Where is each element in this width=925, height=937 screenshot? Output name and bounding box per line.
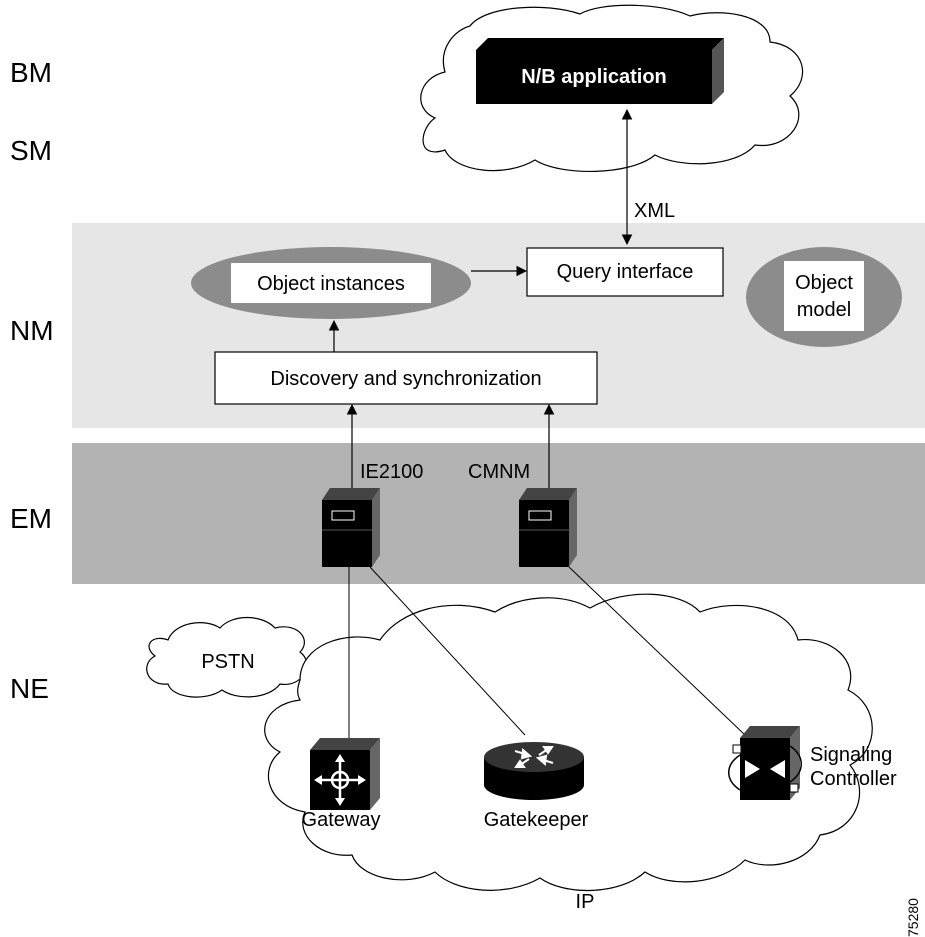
em-band [72, 443, 925, 584]
object-model-label-line1: Object [795, 272, 853, 294]
nb-application-box [476, 38, 724, 104]
discovery-label: Discovery and synchronization [270, 368, 541, 390]
ie2100-server-icon [322, 488, 380, 567]
cmnm-server-icon [519, 488, 577, 567]
nb-application-label: N/B application [521, 66, 667, 88]
query-interface-box [526, 247, 724, 297]
signaling-label-line2: Controller [810, 768, 897, 790]
gateway-icon [310, 738, 380, 810]
object-model-label-line2: model [797, 299, 851, 321]
signaling-controller-icon [728, 726, 802, 800]
object-instances-box [231, 263, 431, 303]
layer-ne-label: NE [10, 673, 49, 704]
cmnm-to-signaling-line [568, 566, 746, 736]
query-interface-label: Query interface [557, 261, 694, 283]
xml-label: XML [634, 200, 675, 222]
gatekeeper-label: Gatekeeper [484, 809, 589, 831]
ip-label: IP [576, 891, 595, 913]
figure-id: 75280 [905, 898, 921, 937]
signaling-label-line1: Signaling [810, 744, 892, 766]
ie2100-label: IE2100 [360, 461, 423, 483]
object-instances-label: Object instances [257, 273, 405, 295]
discovery-box [214, 351, 598, 405]
ip-cloud [264, 593, 873, 892]
cmnm-label: CMNM [468, 461, 530, 483]
gateway-label: Gateway [302, 809, 381, 831]
object-model-box [784, 261, 864, 331]
pstn-label: PSTN [201, 651, 254, 673]
pstn-cloud [146, 617, 308, 698]
layer-nm-label: NM [10, 315, 54, 346]
ie2100-to-gatekeeper-line [369, 566, 526, 736]
layer-bm-label: BM [10, 57, 52, 88]
layer-sm-label: SM [10, 135, 52, 166]
gatekeeper-router-icon [484, 742, 584, 800]
layer-em-label: EM [10, 503, 52, 534]
